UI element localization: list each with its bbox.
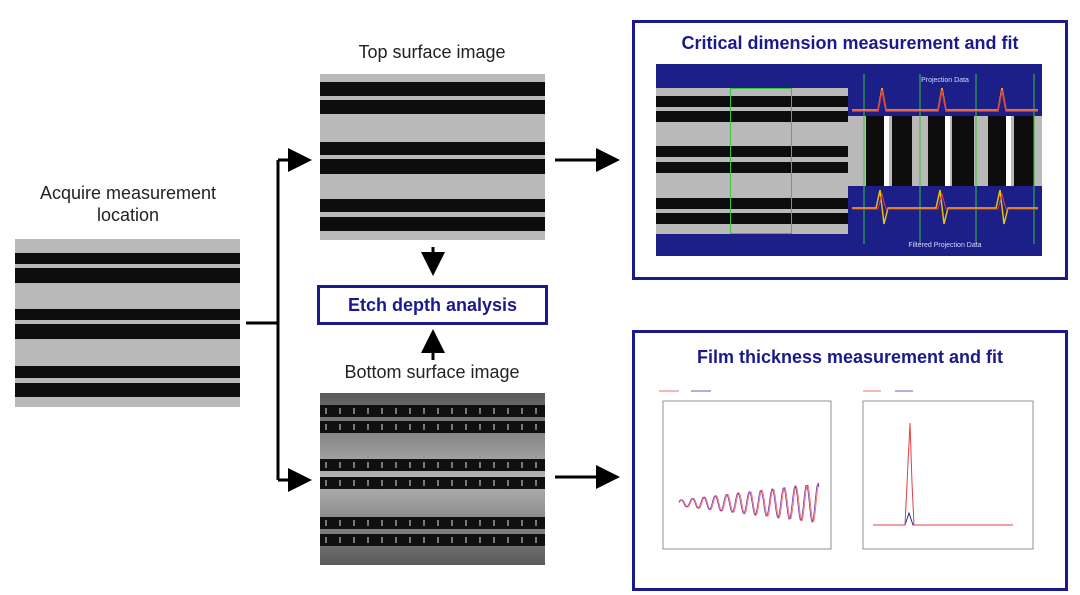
film-fft-plot [862,390,1034,550]
cd-right-image: Projection Data Filtered Projection Data [848,64,1042,256]
film-title: Film thickness measurement and fit [696,347,1004,367]
bottom-surface-image [320,393,545,565]
etch-depth-box: Etch depth analysis [317,285,548,325]
projection-data-label: Projection Data [921,77,969,84]
bottom-surface-label: Bottom surface image [344,362,520,382]
filtered-projection-label: Filtered Projection Data [908,242,981,249]
cd-panel: Critical dimension measurement and fit [632,20,1068,280]
bottom-surface-texture [320,393,545,565]
top-surface-label: Top surface image [358,42,506,62]
acquire-image [15,239,240,407]
cd-left-image [656,64,850,256]
acquire-label: Acquire measurement location [39,183,217,225]
cd-projection-plot: Projection Data Filtered Projection Data [848,74,1042,249]
cd-title: Critical dimension measurement and fit [681,33,1019,53]
film-spectrum-plot [659,390,832,550]
top-surface-image [320,74,545,240]
film-panel: Film thickness measurement and fit [632,330,1068,591]
etch-depth-label: Etch depth analysis [347,294,518,315]
